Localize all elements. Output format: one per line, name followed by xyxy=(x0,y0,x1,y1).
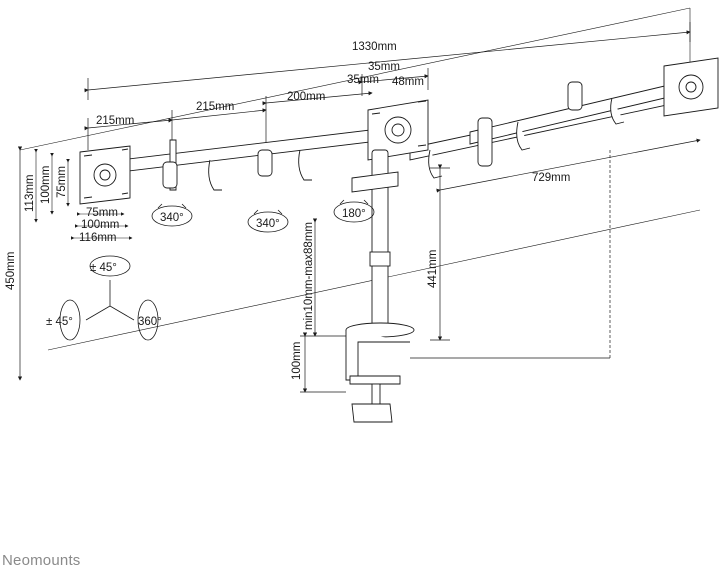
label-215mm-mid: 215mm xyxy=(196,101,234,113)
dim-total-width xyxy=(84,22,691,100)
movement-axes xyxy=(59,255,159,341)
label-rot-340-left: 340° xyxy=(160,212,184,224)
vesa-plate-center xyxy=(367,99,429,161)
label-450mm: 450mm xyxy=(5,252,17,290)
label-rot-340-mid: 340° xyxy=(256,218,280,230)
vesa-plate-left xyxy=(79,145,131,205)
label-200mm: 200mm xyxy=(287,91,325,103)
label-35mm-top: 35mm xyxy=(368,61,400,73)
label-rot-180: 180° xyxy=(342,208,366,220)
label-vesa-100mm-v: 100mm xyxy=(40,166,52,204)
rotation-badge-340-mid xyxy=(247,209,289,233)
label-441mm: 441mm xyxy=(427,250,439,288)
label-729mm: 729mm xyxy=(532,172,570,184)
vesa-plate-right xyxy=(663,57,719,117)
label-215mm-left: 215mm xyxy=(96,115,134,127)
label-swivel-45: ± 45° xyxy=(46,316,73,328)
pole xyxy=(345,149,415,338)
label-rotate-360: 360° xyxy=(138,316,162,328)
arm-right xyxy=(409,79,691,179)
brand-logo: Neomounts xyxy=(2,552,81,569)
label-vesa-113mm: 113mm xyxy=(24,175,36,213)
label-100mm-clamp: 100mm xyxy=(291,342,303,380)
label-35mm-bottom: 35mm xyxy=(347,74,379,86)
label-tilt-45: ± 45° xyxy=(90,262,117,274)
label-clamp-range: min10mm-max88mm xyxy=(303,222,315,330)
label-1330mm: 1330mm xyxy=(352,41,397,53)
rotation-badge-180 xyxy=(333,199,375,223)
label-vesa-116mm-h: 116mm xyxy=(79,232,117,244)
dim-segments xyxy=(84,68,429,150)
dim-vesa xyxy=(34,149,133,240)
label-vesa-75mm-h: 75mm xyxy=(86,207,118,219)
rotation-badge-340-left xyxy=(151,203,193,227)
label-vesa-100mm-h: 100mm xyxy=(81,219,119,231)
arm-left xyxy=(119,129,371,191)
desk-clamp xyxy=(345,330,410,423)
dim-height xyxy=(17,146,611,393)
dim-right-reach xyxy=(436,138,701,193)
label-48mm: 48mm xyxy=(392,76,424,88)
label-vesa-75mm-v: 75mm xyxy=(56,166,68,198)
